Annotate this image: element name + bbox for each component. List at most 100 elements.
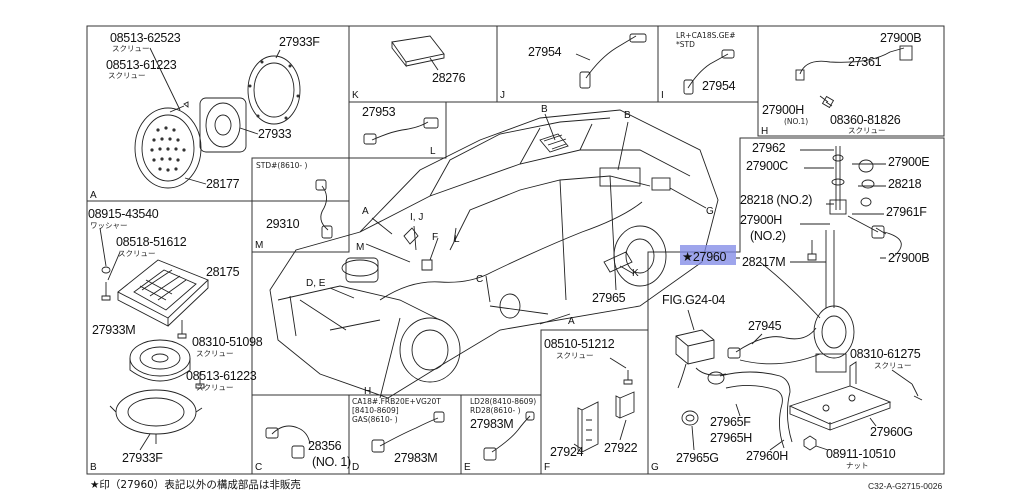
panel-h-frame [757,25,945,137]
footer: ★印（27960）表記以外の構成部品は非販売 C32-A-G2715-0026 [90,478,942,491]
panel-d: CA18#.FRB20E+VG20T [8410-8609] GAS(8610-… [352,397,445,473]
car-label-f: F [432,232,438,243]
note-ld28: LD28(8410-8609) [470,397,536,406]
panel-letter-m: M [255,240,263,251]
part-28356: 28356 [308,439,342,453]
part-27922: 27922 [604,441,638,455]
note-gas: GAS(8610- ) [352,415,398,424]
footer-note: ★印（27960）表記以外の構成部品は非販売 [90,478,301,491]
part-27953: 27953 [362,105,396,119]
screw-icon [169,101,189,113]
nut-icon [803,435,817,451]
part-08510-51212: 08510-51212 [544,337,615,351]
car-outline [269,109,719,399]
panel-letter-e: E [464,462,471,473]
reference-code: C32-A-G2715-0026 [868,481,942,491]
screw-note: スクリュー [196,383,234,392]
panel-letter-b: B [90,462,97,473]
panel-g: FIG.G24-04 27945 08310-61275 スクリュー 27965… [651,293,923,473]
part-27965: 27965 [592,291,626,305]
panel-letter-a: A [90,190,97,201]
note-ca18-frb20e: CA18#.FRB20E+VG20T [352,397,441,406]
no2-note: (NO.2) [750,229,786,243]
panel-j: 27954 J [500,33,647,101]
part-27960-highlighted[interactable]: ★27960 [682,250,727,264]
part-27965G: 27965G [676,451,719,465]
part-08911-10510: 08911-10510 [826,447,896,461]
part-27960H: 27960H [746,449,788,463]
part-27965H: 27965H [710,431,752,445]
screw-note: スクリュー [196,349,234,358]
panel-m: STD#(8610- ) 29310 M [255,161,333,251]
part-27933: 27933 [258,127,292,141]
part-27900H-no2: 27900H [740,213,782,227]
panel-m-frame [251,157,350,253]
part-28218: 28218 [888,177,922,191]
note-lr-ca18: LR+CA18S.GE# [676,31,736,40]
part-08360-81826: 08360-81826 [830,113,901,127]
part-27900H-h: 27900H [762,103,804,117]
antenna-motor [813,305,855,359]
panel-letter-g: G [651,462,659,473]
no1-note: (NO. 1) [312,455,351,469]
note-8410-8609: [8410-8609] [352,406,399,415]
screw-note: スクリュー [848,126,886,135]
nut-note: ナット [846,461,869,470]
screw-icon [623,370,633,385]
part-27924: 27924 [550,445,584,459]
part-29310: 29310 [266,217,300,231]
car-label-k: K [632,268,639,279]
washer-icon [101,266,111,274]
washer-icon [861,179,875,189]
part-28177: 28177 [206,177,240,191]
screw-icon [177,320,187,339]
no1-note: (NO.1) [784,117,808,126]
part-28276: 28276 [432,71,466,85]
grommet-icon [681,410,699,426]
speaker-unit [199,97,247,153]
grommet-icon [707,371,725,385]
part-27933F-b: 27933F [122,451,163,465]
drain-hose [719,371,793,443]
panel-frames [86,25,945,475]
part-27961F: 27961F [886,205,927,219]
part-28217M: 28217M [742,255,785,269]
panel-k: 28276 K [352,35,466,101]
antenna-switch [619,391,635,419]
panel-c: 28356 (NO. 1) C [255,425,351,473]
panel-l: 27953 L [362,105,439,157]
ground-strap [799,47,905,75]
car-label-b-rear: B [624,110,631,121]
part-27983M-d: 27983M [394,451,437,465]
nut-icon [858,159,874,173]
car-body-illustration: B B G I, J F L M A D, E C H A K 27965 [269,104,719,399]
part-08915-43540: 08915-43540 [88,207,159,221]
part-08513-62523: 08513-62523 [110,31,181,45]
wire-harness [271,425,311,445]
car-label-de: D, E [306,278,326,289]
part-27954-i: 27954 [702,79,736,93]
part-27900B-h: 27900B [880,31,921,45]
rear-wheel [613,225,667,287]
grille-holes [150,126,186,172]
panel-b: 08915-43540 ワッシャー 08518-51612 スクリュー 2817… [88,207,263,473]
panel-letter-h: H [761,126,768,137]
screw-icon [911,383,923,401]
panel-h: 27900B 27361 27900H (NO.1) 08360-81826 ス… [761,31,922,137]
screw-icon [195,372,205,389]
antenna-cable [687,53,729,89]
screw-note: スクリュー [118,249,156,258]
part-08310-51098: 08310-51098 [192,335,263,349]
car-label-c: C [476,274,483,285]
rear-speaker [129,339,191,377]
panel-letter-l: L [430,146,436,157]
wire-harness [379,417,439,447]
part-27900E: 27900E [888,155,929,169]
panel-letter-d: D [352,462,359,473]
screw-note: スクリュー [112,44,150,53]
panel-i: LR+CA18S.GE# *STD 27954 I [661,31,736,101]
car-label-g: G [706,206,714,217]
car-label-l: L [454,234,460,245]
panel-letter-j: J [500,90,505,101]
